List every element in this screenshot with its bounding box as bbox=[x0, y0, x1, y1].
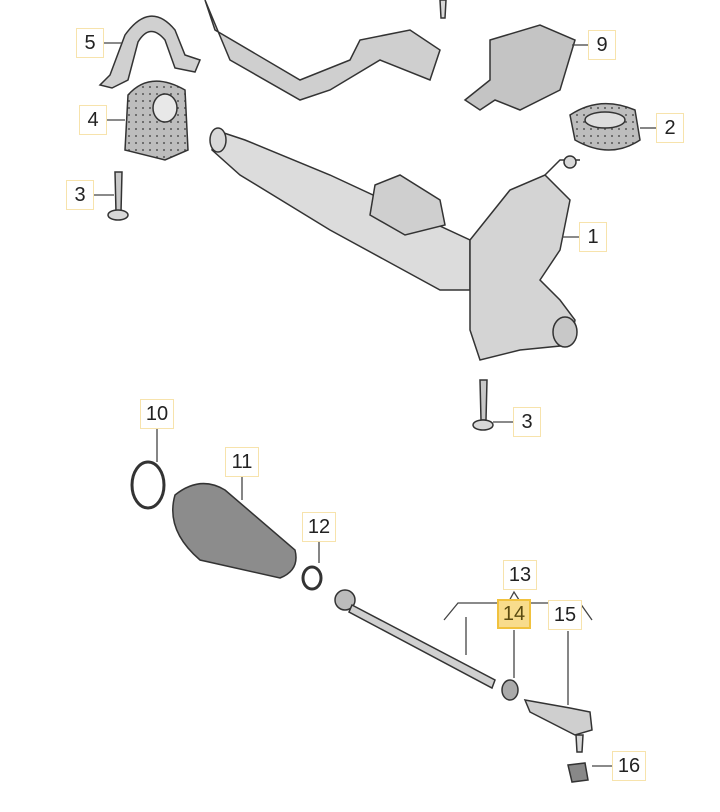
nut-part-16 bbox=[567, 762, 589, 783]
bolt-part-3b bbox=[472, 379, 494, 431]
clip-part-12 bbox=[301, 565, 323, 591]
clip-part-10 bbox=[130, 460, 166, 510]
bolt-part-3 bbox=[107, 171, 129, 221]
callout-9[interactable]: 9 bbox=[588, 30, 616, 60]
clamp-part-5 bbox=[98, 15, 202, 89]
callout-1[interactable]: 1 bbox=[579, 222, 607, 252]
boot-part-11 bbox=[172, 482, 297, 579]
tie-rod-end-part-15 bbox=[523, 699, 593, 736]
callout-2[interactable]: 2 bbox=[656, 113, 684, 143]
callout-3-lower[interactable]: 3 bbox=[513, 407, 541, 437]
callout-14-highlighted[interactable]: 14 bbox=[497, 599, 531, 629]
bushing-part-4 bbox=[124, 80, 189, 161]
callout-3[interactable]: 3 bbox=[66, 180, 94, 210]
tie-rod-part-13 bbox=[334, 589, 496, 690]
callout-15[interactable]: 15 bbox=[548, 600, 582, 630]
callout-11[interactable]: 11 bbox=[225, 447, 259, 477]
bracket-part bbox=[204, 0, 441, 101]
bolt-top bbox=[439, 0, 447, 19]
callout-5[interactable]: 5 bbox=[76, 28, 104, 58]
mount-part-2 bbox=[569, 102, 641, 151]
steering-rack-part-1 bbox=[209, 127, 580, 361]
callout-10[interactable]: 10 bbox=[140, 399, 174, 429]
callout-16[interactable]: 16 bbox=[612, 751, 646, 781]
callout-12[interactable]: 12 bbox=[302, 512, 336, 542]
callout-4[interactable]: 4 bbox=[79, 105, 107, 135]
heat-shield-part-9 bbox=[463, 24, 576, 111]
callout-13[interactable]: 13 bbox=[503, 560, 537, 590]
nut-part-14 bbox=[501, 679, 519, 701]
